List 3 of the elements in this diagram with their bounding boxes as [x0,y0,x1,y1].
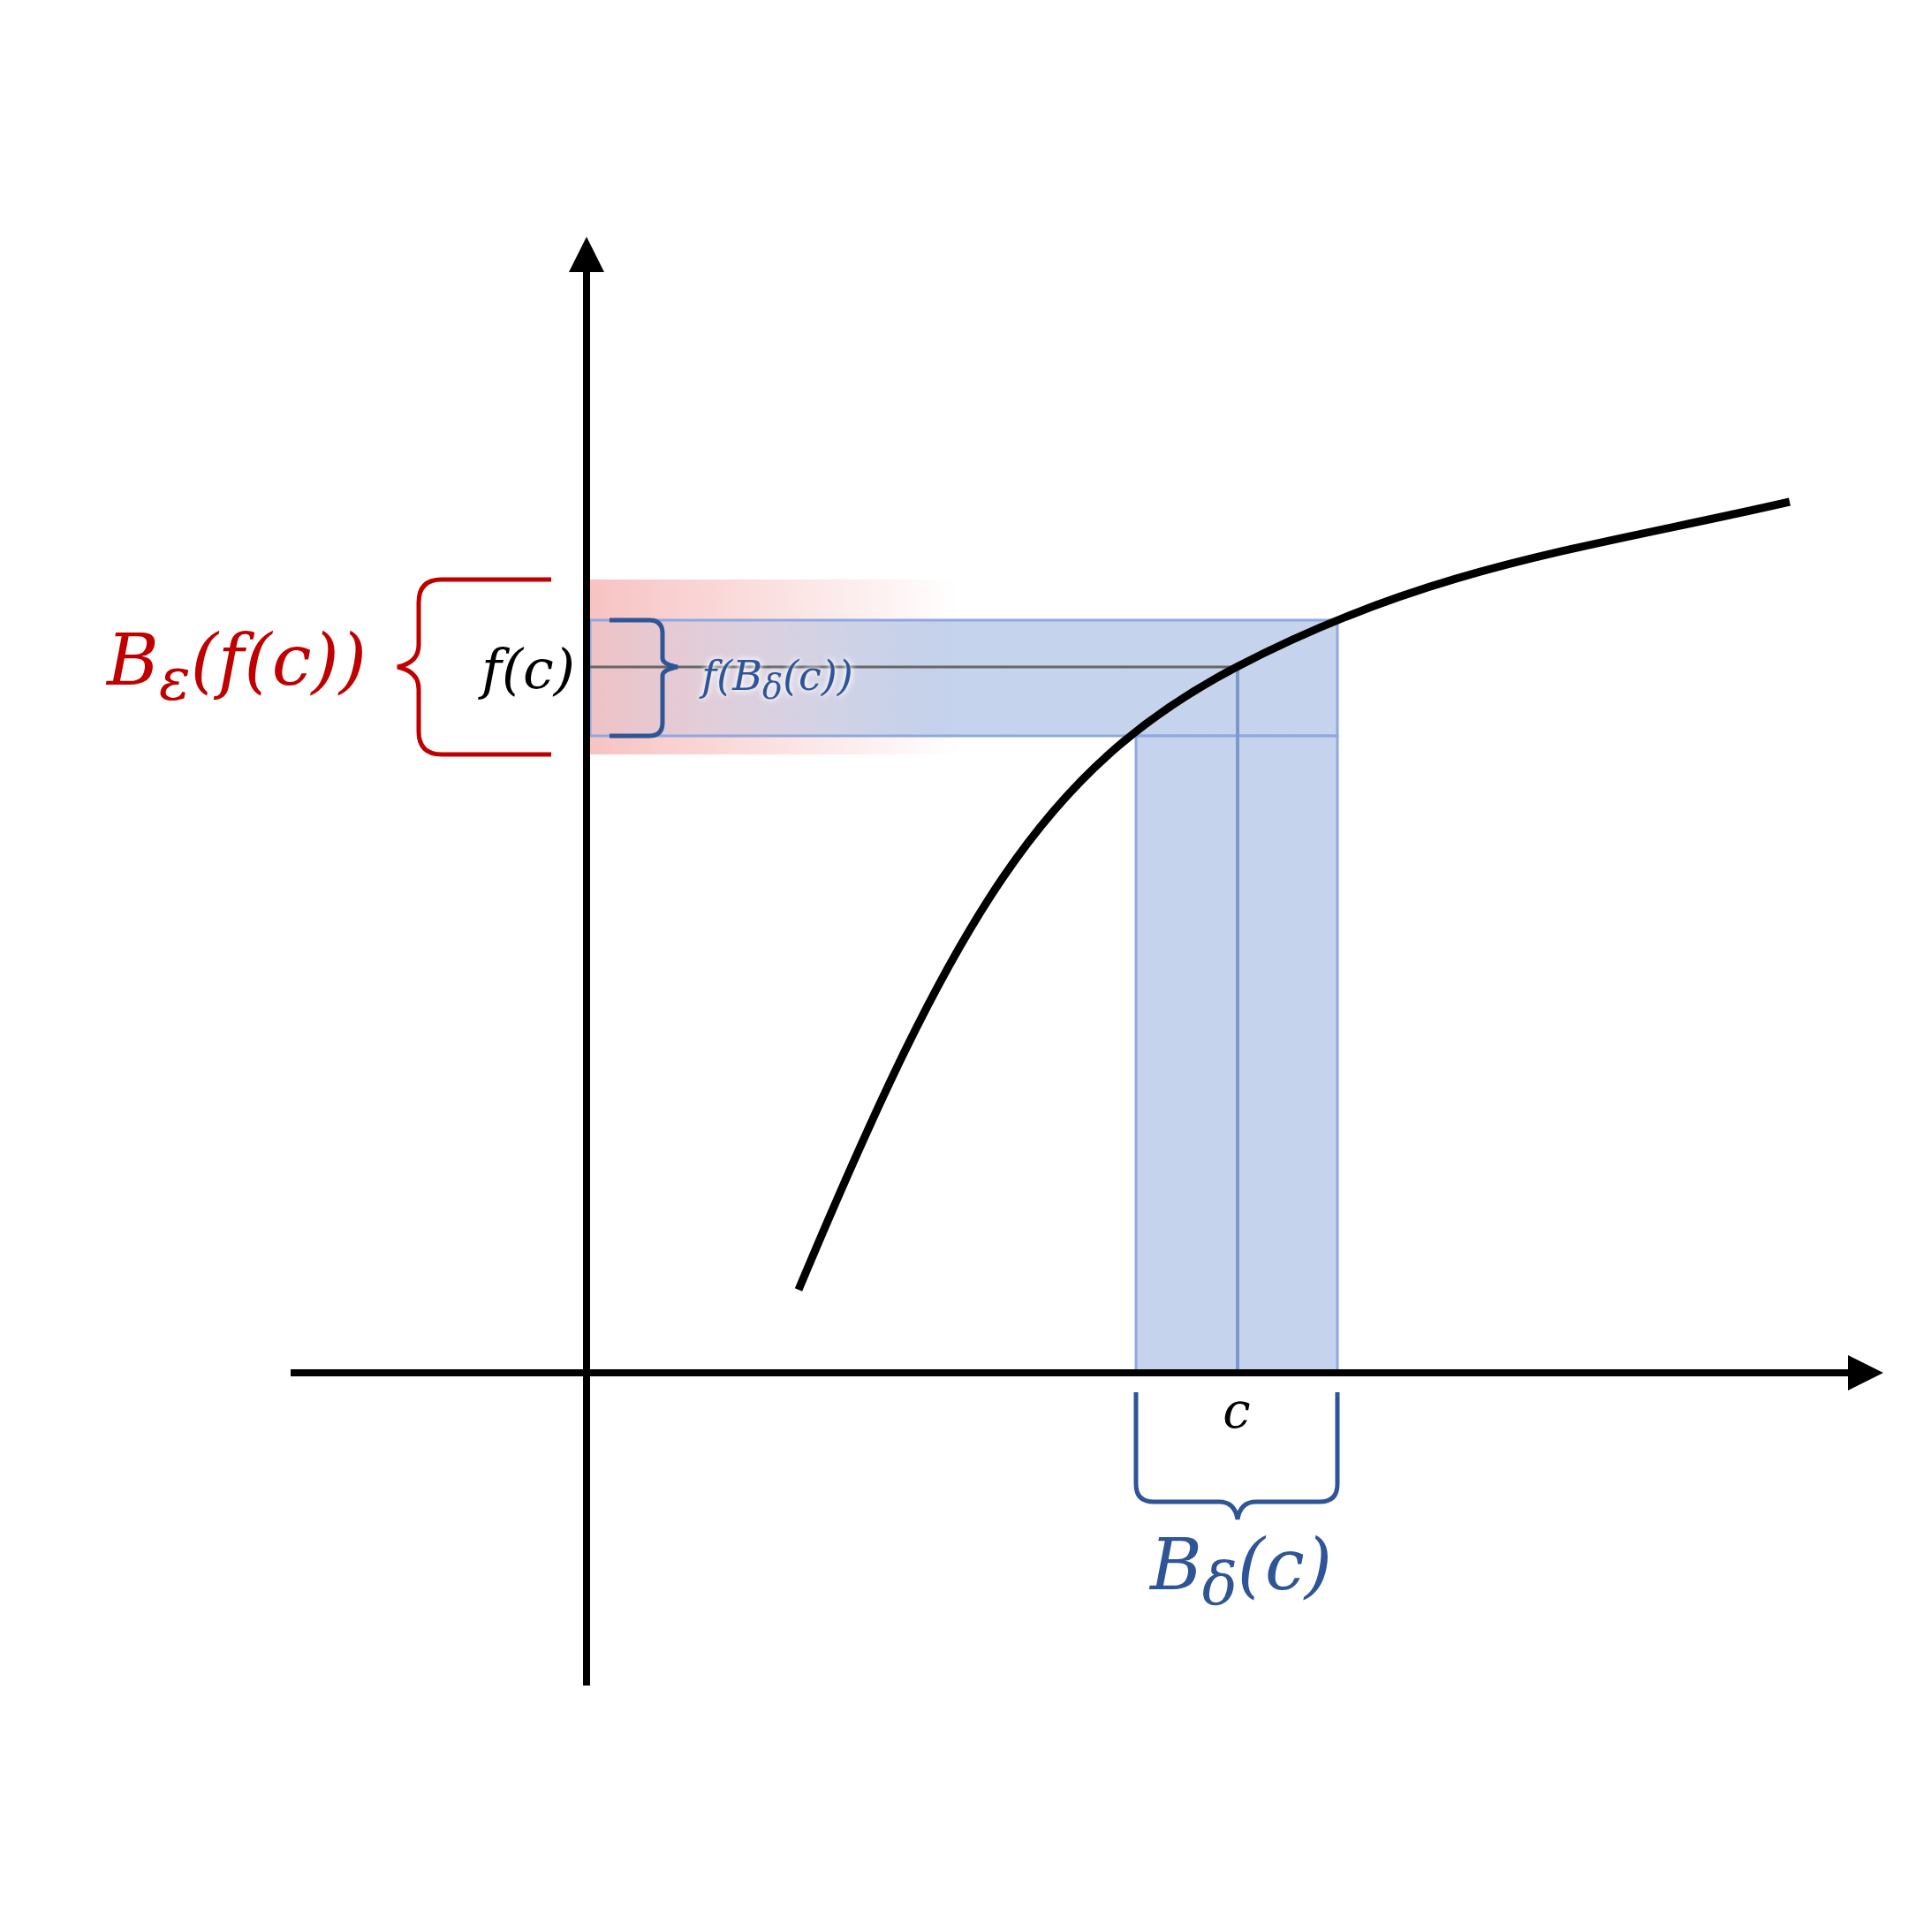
math-label: B$_{ε}$(f(c)) [107,625,367,709]
math-label: B$_{δ}$(c) [1149,1529,1333,1614]
math-label: c [1223,1386,1251,1436]
